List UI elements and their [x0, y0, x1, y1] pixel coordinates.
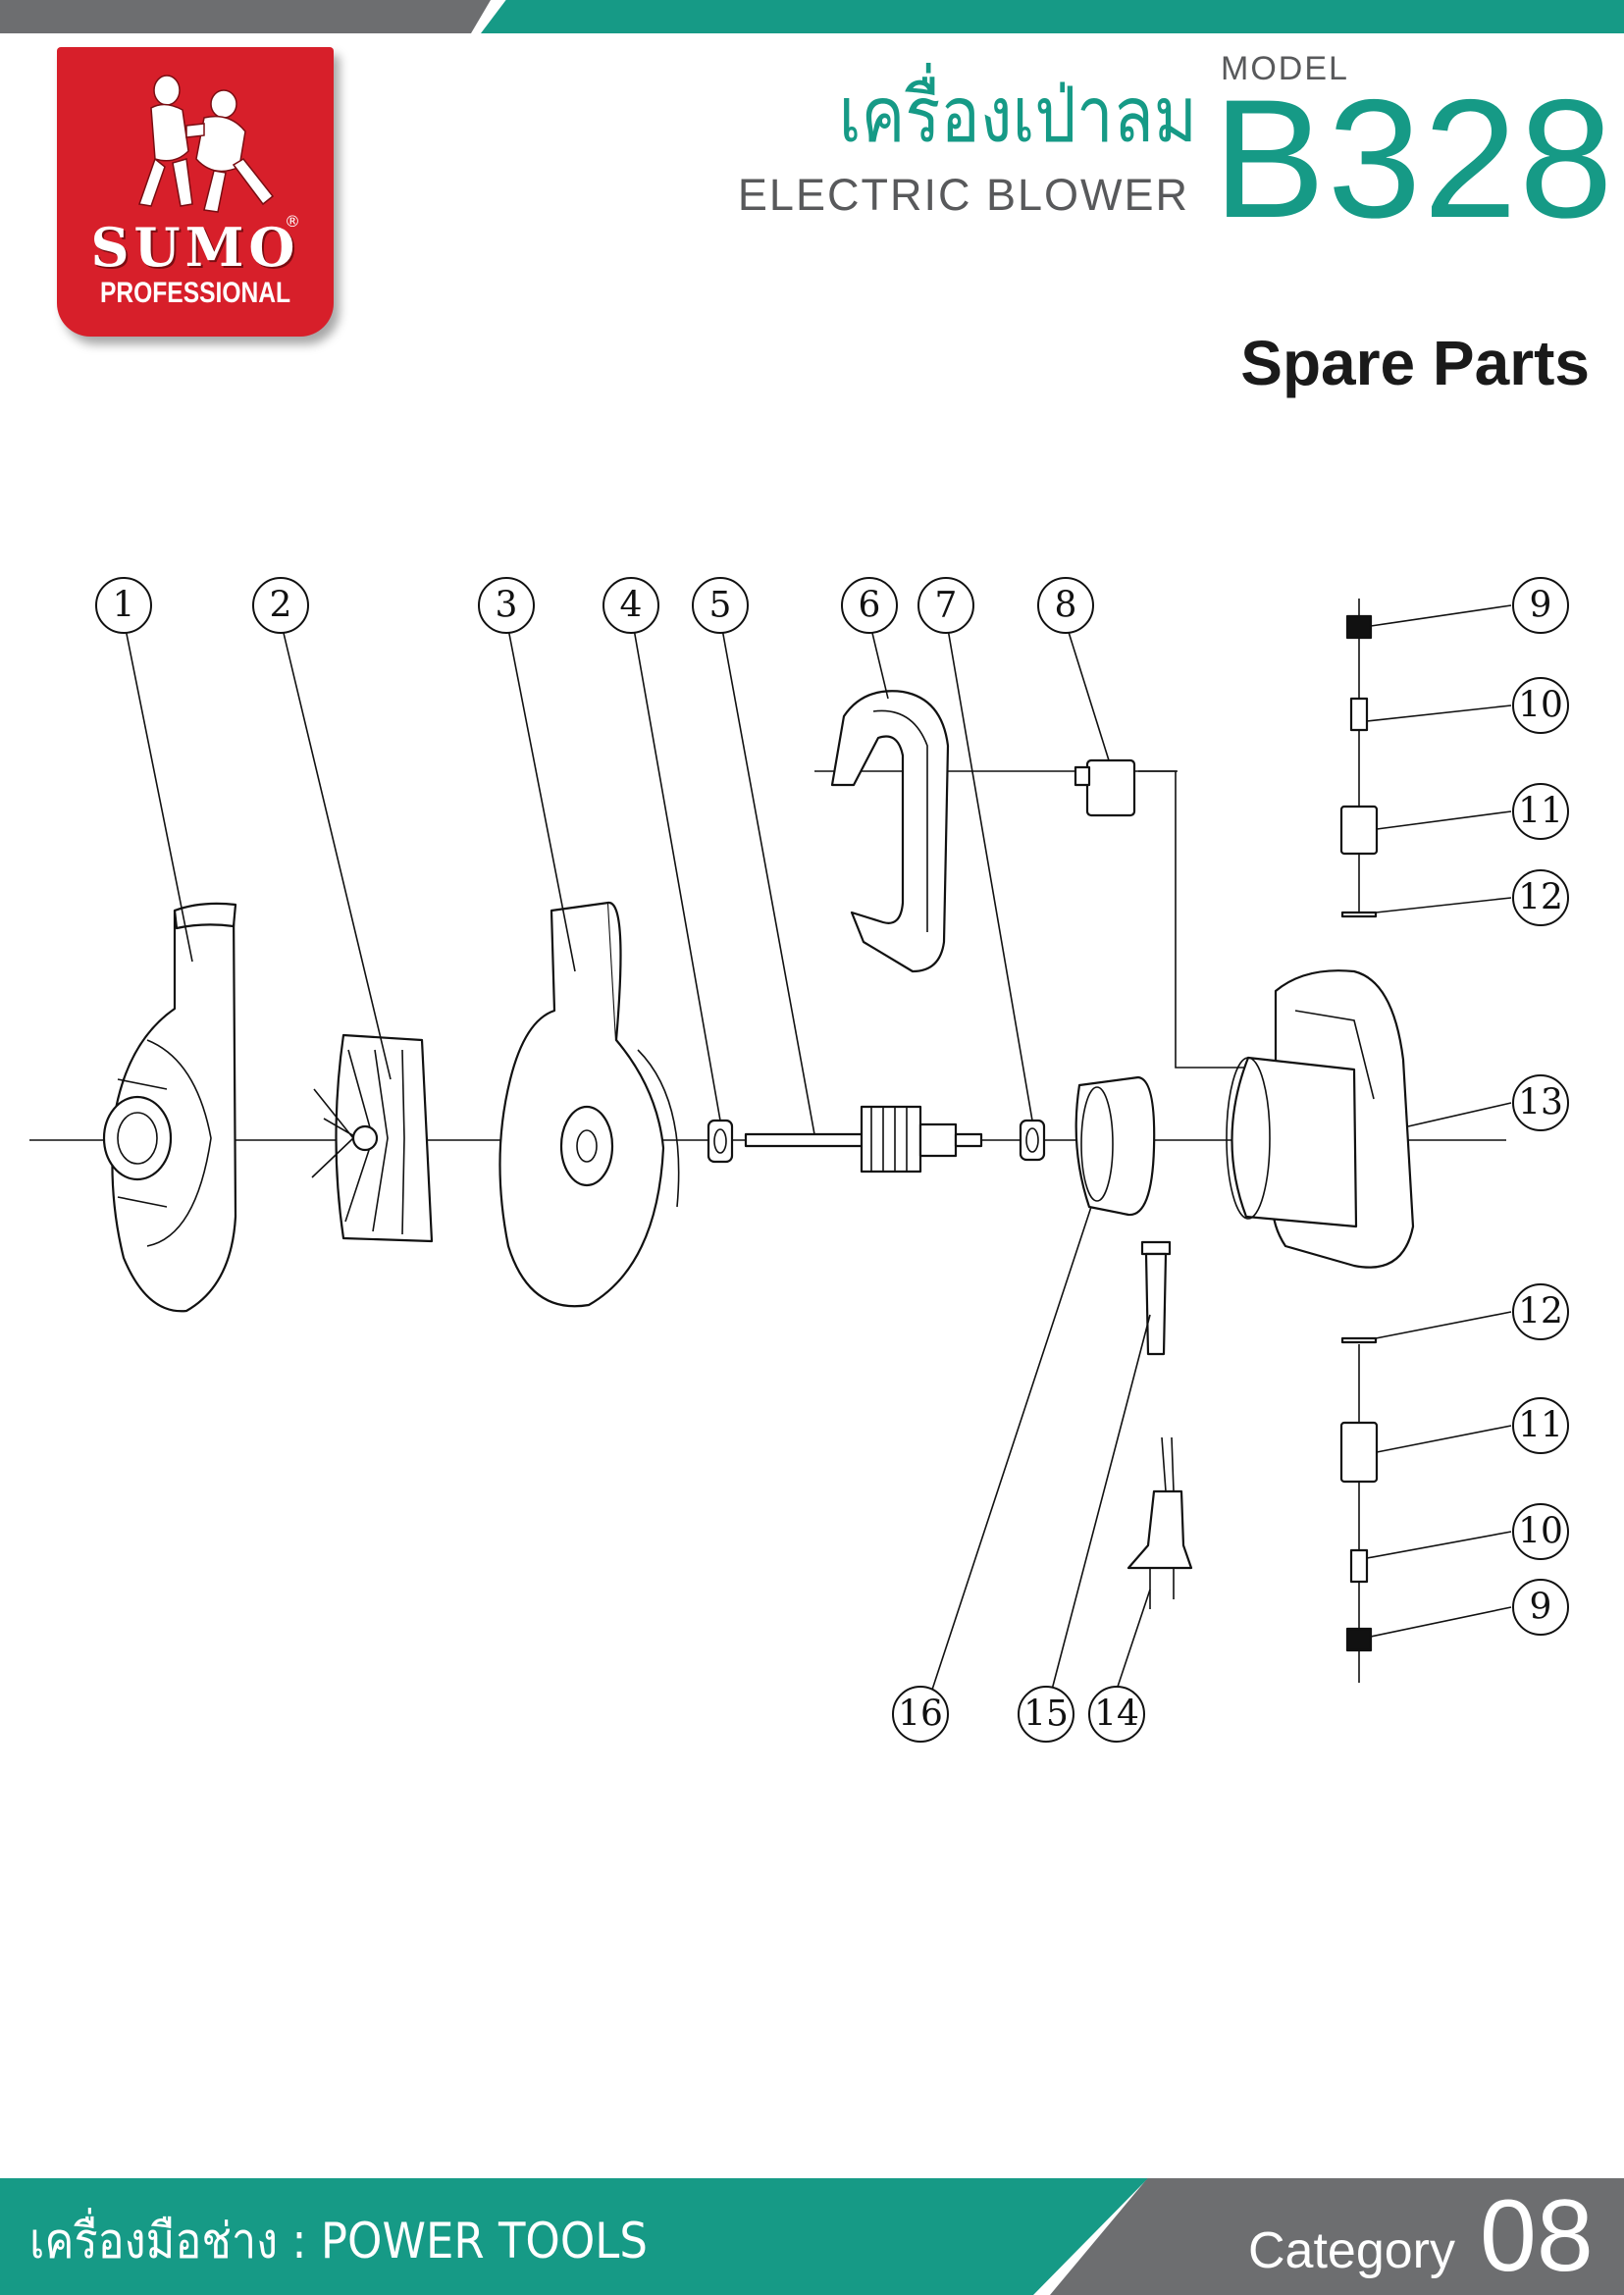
part-handle [830, 690, 950, 973]
svg-text:1: 1 [113, 586, 135, 626]
callout-11-bottom: 11 [1512, 1397, 1569, 1454]
svg-text:15: 15 [1023, 1695, 1069, 1735]
svg-text:2: 2 [270, 586, 292, 626]
callout-1: 1 [95, 577, 152, 634]
callout-2: 2 [252, 577, 309, 634]
callout-9-bottom: 9 [1512, 1579, 1569, 1636]
top-bar-gray [0, 0, 491, 33]
footer-bar-teal [0, 2178, 1148, 2295]
part-rear-housing [498, 901, 680, 1308]
callout-10: 10 [1512, 677, 1569, 734]
svg-text:11: 11 [1518, 1406, 1563, 1446]
svg-text:16: 16 [898, 1695, 943, 1735]
sumo-wrestlers-icon [137, 75, 275, 213]
brand-logo [57, 47, 334, 337]
svg-text:8: 8 [1055, 586, 1077, 626]
part-bearing-front [707, 1119, 734, 1164]
logo-brand-text: SUMO [90, 216, 300, 279]
svg-text:7: 7 [935, 586, 958, 626]
model-label: MODEL [1221, 50, 1349, 87]
part-brush-assembly-top [1339, 614, 1379, 918]
svg-text:10: 10 [1518, 1512, 1563, 1552]
part-power-cord-plug [1126, 1436, 1193, 1609]
part-brush-assembly-bottom [1339, 1336, 1379, 1652]
exploded-parts-diagram: 1 2 3 4 5 6 7 8 9 10 11 12 13 12 11 10 9… [29, 577, 1569, 1743]
svg-text:13: 13 [1518, 1083, 1563, 1123]
callout-13: 13 [1512, 1074, 1569, 1131]
callout-12-bottom: 12 [1512, 1283, 1569, 1340]
model-number: B328 [1213, 65, 1615, 253]
logo-tagline: PROFESSIONAL [99, 277, 291, 309]
callout-16: 16 [892, 1686, 949, 1743]
callout-10-bottom: 10 [1512, 1503, 1569, 1560]
product-title-english: ELECTRIC BLOWER [737, 170, 1189, 220]
svg-text:14: 14 [1094, 1695, 1139, 1735]
part-motor-housing [1226, 969, 1415, 1269]
part-bearing-rear [1019, 1119, 1046, 1162]
part-stator [1074, 1075, 1156, 1217]
registered-mark: ® [285, 212, 300, 231]
callout-12: 12 [1512, 869, 1569, 926]
product-title-thai: เครื่องเป่าลม [838, 72, 1197, 160]
callout-4: 4 [602, 577, 659, 634]
callout-6: 6 [841, 577, 898, 634]
svg-text:3: 3 [496, 586, 518, 626]
svg-text:9: 9 [1530, 1588, 1552, 1628]
svg-text:12: 12 [1518, 1292, 1563, 1332]
leader-lines [125, 604, 1512, 1691]
part-armature [744, 1105, 983, 1174]
part-front-housing [102, 902, 237, 1313]
callout-7: 7 [917, 577, 974, 634]
footer-category-label: Category [1248, 2222, 1455, 2279]
svg-text:11: 11 [1518, 792, 1563, 832]
callout-3: 3 [478, 577, 535, 634]
top-bar-teal [481, 0, 1624, 33]
callout-9: 9 [1512, 577, 1569, 634]
svg-text:10: 10 [1518, 686, 1563, 726]
svg-text:4: 4 [620, 586, 643, 626]
svg-text:5: 5 [709, 586, 732, 626]
part-switch [1074, 758, 1136, 817]
callout-11: 11 [1512, 783, 1569, 840]
footer-bar-gray [1050, 2178, 1624, 2295]
part-fan-impeller [311, 1033, 434, 1243]
callout-15: 15 [1018, 1686, 1074, 1743]
callout-5: 5 [692, 577, 749, 634]
footer-category-text: เครื่องมือช่าง : POWER TOOLS [29, 2213, 648, 2269]
svg-text:9: 9 [1530, 586, 1552, 626]
callout-14: 14 [1088, 1686, 1145, 1743]
part-cord-guard [1140, 1240, 1172, 1356]
svg-text:6: 6 [859, 586, 881, 626]
section-title: Spare Parts [1240, 328, 1590, 398]
callout-8: 8 [1037, 577, 1094, 634]
footer-category-number: 08 [1480, 2179, 1594, 2293]
svg-text:12: 12 [1518, 878, 1563, 918]
